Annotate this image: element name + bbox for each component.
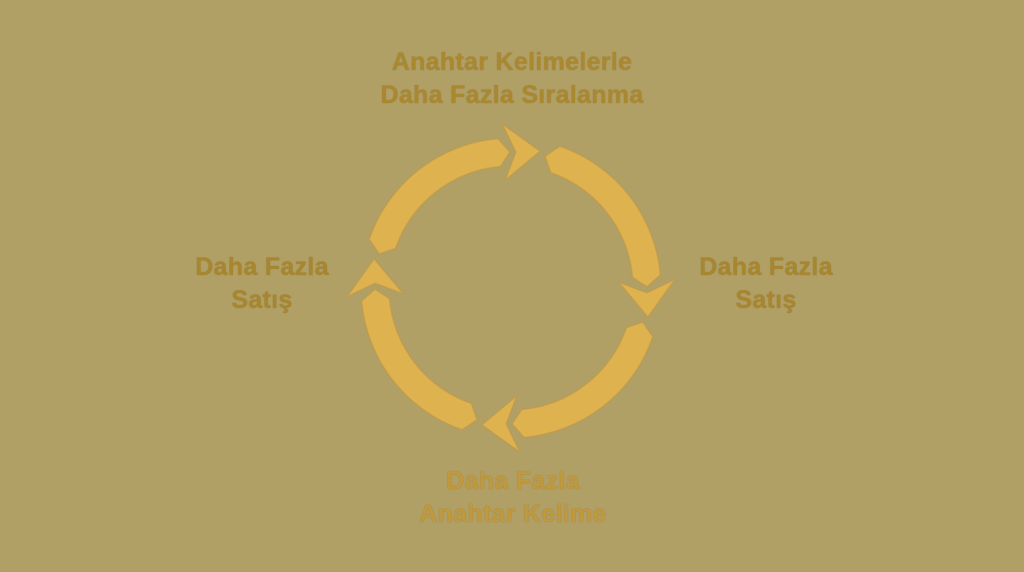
label-top-line1: Anahtar Kelimelerle bbox=[391, 48, 633, 76]
label-right-line1: Daha Fazla bbox=[699, 253, 833, 281]
cycle-arrowhead bbox=[618, 278, 676, 318]
label-bottom-line2: Anahtar Kelime bbox=[419, 500, 607, 528]
cycle-arrowhead bbox=[481, 395, 521, 453]
label-top: Anahtar Kelimelerle Daha Fazla Sıralanma bbox=[380, 46, 643, 112]
label-bottom: Daha Fazla Anahtar Kelime bbox=[419, 465, 607, 531]
cycle-arrow-band bbox=[360, 288, 478, 431]
cycle-arrowhead bbox=[501, 123, 541, 181]
cycle-arrow-band bbox=[368, 137, 511, 255]
cycle-arrow-band bbox=[544, 145, 662, 288]
cycle-segment-top bbox=[368, 123, 541, 255]
cycle-arrows-circle bbox=[346, 123, 676, 453]
cycle-segment-right bbox=[544, 145, 676, 318]
label-right-line2: Satış bbox=[735, 286, 797, 314]
label-left-line1: Daha Fazla bbox=[195, 253, 329, 281]
label-right: Daha Fazla Satış bbox=[699, 251, 833, 317]
label-bottom-line1: Daha Fazla bbox=[446, 467, 580, 495]
label-left-line2: Satış bbox=[231, 286, 293, 314]
cycle-segment-left bbox=[346, 258, 478, 431]
cycle-arrow-band bbox=[511, 321, 654, 439]
label-top-line2: Daha Fazla Sıralanma bbox=[380, 81, 644, 109]
cycle-arrowhead bbox=[346, 258, 404, 298]
cycle-segment-bottom bbox=[481, 321, 654, 453]
label-left: Daha Fazla Satış bbox=[195, 251, 329, 317]
